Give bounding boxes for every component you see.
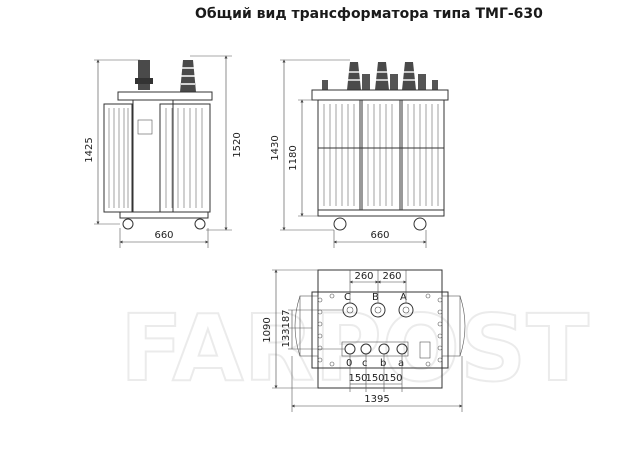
lv-spacing-3-label: 150 bbox=[383, 373, 402, 384]
lv-spacing-1-label: 150 bbox=[348, 373, 367, 384]
offset-1-label: 133 bbox=[281, 328, 292, 347]
drawing-title: Общий вид трансформатора типа ТМГ-630 bbox=[195, 6, 543, 22]
hv-label-b: B bbox=[372, 292, 379, 303]
hv-spacing-2-label: 260 bbox=[382, 271, 401, 282]
front-view: 1430 1180 660 bbox=[270, 59, 449, 248]
side-bushing-lv bbox=[135, 60, 153, 90]
side-bushing-hv bbox=[180, 60, 196, 92]
top-height-label: 1090 bbox=[262, 317, 273, 342]
top-view: C B A 0 c b a 260 260 bbox=[262, 269, 466, 412]
side-width-label: 660 bbox=[154, 230, 173, 241]
hv-label-c: C bbox=[344, 292, 351, 303]
side-view: 1425 1520 660 bbox=[84, 55, 243, 248]
lv-label-a: a bbox=[398, 358, 404, 369]
front-width-label: 660 bbox=[370, 230, 389, 241]
front-bushings bbox=[322, 62, 438, 90]
lv-spacing-2-label: 150 bbox=[365, 373, 384, 384]
side-radiator-left bbox=[103, 103, 133, 213]
lv-label-b: b bbox=[380, 358, 386, 369]
side-height-total-label: 1520 bbox=[232, 132, 243, 157]
offset-2-label: 187 bbox=[281, 309, 292, 328]
side-height-body-label: 1425 bbox=[84, 137, 95, 162]
front-height-total-label: 1430 bbox=[270, 135, 281, 160]
lv-label-c: c bbox=[362, 358, 368, 369]
side-radiator-right bbox=[159, 103, 211, 213]
front-radiators bbox=[317, 99, 445, 211]
lv-label-0: 0 bbox=[346, 358, 352, 369]
top-length-label: 1395 bbox=[364, 394, 389, 405]
front-height-body-label: 1180 bbox=[288, 145, 299, 170]
hv-spacing-1-label: 260 bbox=[354, 271, 373, 282]
hv-label-a: A bbox=[400, 292, 407, 303]
